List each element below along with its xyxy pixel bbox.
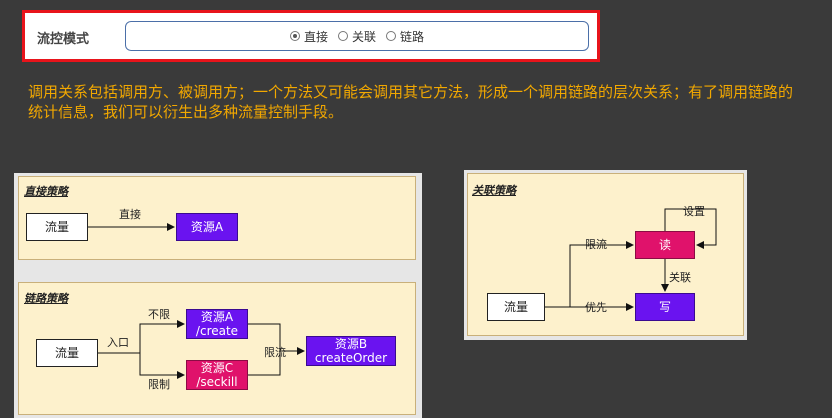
radio-unselected-icon [386,31,396,41]
flow-control-mode-bar: 流控模式 直接 关联 链路 [22,10,600,62]
related-limit-label: 限流 [584,236,608,252]
chain-node-c: 资源C /seckill [186,360,248,390]
description-text: 调用关系包括调用方、被调用方；一个方法又可能会调用其它方法，形成一个调用链路的层… [28,83,794,121]
chain-node-c-path: /seckill [196,375,238,389]
related-source-box: 流量 [487,293,545,321]
related-priority-label: 优先 [584,299,608,315]
mode-label: 流控模式 [37,32,90,47]
radio-unselected-icon [337,31,348,41]
chain-limit-flow-label: 限流 [263,344,287,360]
chain-node-a: 资源A /create [186,309,248,339]
mode-radio-group: 直接 关联 链路 [125,21,589,51]
chain-node-a-path: /create [195,324,239,338]
chain-entry-label: 入口 [106,334,130,350]
radio-direct-label: 直接 [303,29,328,44]
radio-chain[interactable]: 链路 [386,28,424,45]
chain-source-box: 流量 [36,339,98,367]
related-write-box: 写 [635,293,695,321]
direct-edge-label: 直接 [118,206,142,222]
radio-chain-label: 链路 [400,29,425,44]
chain-strategy-title: 链路策略 [24,292,68,305]
direct-strategy-title: 直接策略 [24,185,68,198]
direct-target-box: 资源A [176,213,238,241]
related-read-box: 读 [635,231,695,259]
related-set-label: 设置 [682,203,706,219]
chain-node-b: 资源B createOrder [306,336,396,366]
chain-unlimited-label: 不限 [147,306,171,322]
chain-limited-label: 限制 [147,376,171,392]
related-related-label: 关联 [668,269,692,285]
radio-related-label: 关联 [351,29,376,44]
radio-related[interactable]: 关联 [337,28,376,45]
chain-node-b-name: 资源B [334,337,368,351]
radio-direct[interactable]: 直接 [289,28,328,45]
related-strategy-title: 关联策略 [472,184,516,197]
chain-node-a-name: 资源A [200,310,234,324]
direct-source-box: 流量 [26,213,88,241]
chain-node-c-name: 资源C [200,361,234,375]
chain-node-b-method: createOrder [314,351,388,365]
radio-selected-icon [289,31,300,41]
